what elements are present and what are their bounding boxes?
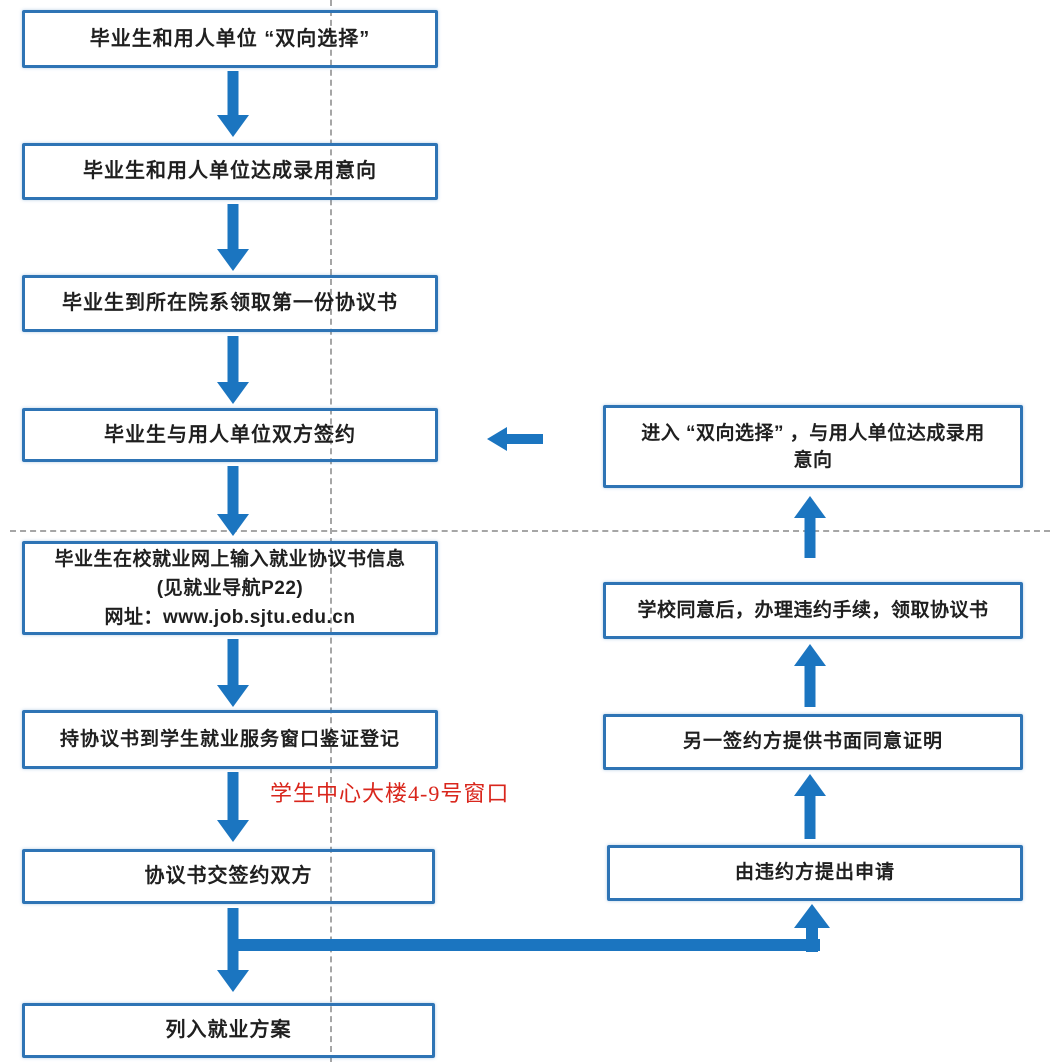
- flow-arrow-left-icon: [487, 427, 543, 451]
- node-label: 毕业生和用人单位达成录用意向: [83, 160, 377, 182]
- node-line: (见就业导航P22): [156, 577, 304, 599]
- node-line-url: 网址：www.job.sjtu.edu.cn: [104, 606, 356, 628]
- node-deliver-agreement-to-parties: 协议书交签约双方: [22, 849, 435, 904]
- node-label: 毕业生与用人单位双方签约: [104, 423, 356, 446]
- node-label: 学校同意后，办理违约手续，领取协议书: [637, 599, 989, 621]
- node-line: 毕业生在校就业网上输入就业协议书信息: [54, 548, 406, 570]
- branch-connector-vertical: [806, 926, 818, 952]
- branch-arrow-up-icon: [794, 904, 830, 928]
- node-label: 持协议书到学生就业服务窗口鉴证登记: [59, 728, 400, 750]
- flow-arrow-up-icon: [794, 496, 826, 558]
- node-sign-with-employer: 毕业生与用人单位双方签约: [22, 408, 438, 462]
- node-reach-employment-intent: 毕业生和用人单位达成录用意向: [22, 143, 438, 200]
- node-label: 另一签约方提供书面同意证明: [682, 731, 943, 753]
- node-line: 进入 “双向选择” ，与用人单位达成录用: [641, 422, 985, 444]
- annotation-window-location: 学生中心大楼4-9号窗口: [270, 781, 510, 806]
- node-mutual-selection: 毕业生和用人单位 “双向选择”: [22, 10, 438, 68]
- node-label: 毕业生到所在院系领取第一份协议书: [62, 292, 398, 314]
- node-reenter-mutual-selection: 进入 “双向选择” ，与用人单位达成录用 意向: [603, 405, 1023, 488]
- node-label: 由违约方提出申请: [734, 862, 895, 884]
- node-breaching-party-application: 由违约方提出申请: [607, 845, 1023, 901]
- node-get-first-agreement: 毕业生到所在院系领取第一份协议书: [22, 275, 438, 332]
- node-line: 意向: [793, 449, 833, 471]
- branch-connector-horizontal: [230, 939, 820, 951]
- flow-arrow-down-icon: [217, 336, 249, 404]
- node-include-in-employment-plan: 列入就业方案: [22, 1003, 435, 1058]
- node-input-agreement-online: 毕业生在校就业网上输入就业协议书信息 (见就业导航P22) 网址：www.job…: [22, 541, 438, 635]
- node-verify-registration-window: 持协议书到学生就业服务窗口鉴证登记: [22, 710, 438, 769]
- flow-arrow-up-icon: [794, 774, 826, 839]
- node-label: 毕业生和用人单位 “双向选择”: [89, 27, 371, 50]
- flow-arrow-down-icon: [217, 466, 249, 536]
- node-label: 列入就业方案: [165, 1019, 292, 1041]
- flow-arrow-down-icon: [217, 71, 249, 137]
- flow-arrow-up-icon: [794, 644, 826, 707]
- horizontal-dashed-guide-line: [10, 530, 1050, 532]
- node-written-consent-from-other-party: 另一签约方提供书面同意证明: [603, 714, 1023, 770]
- flow-arrow-down-icon: [217, 204, 249, 271]
- node-label: 协议书交签约双方: [144, 865, 313, 887]
- node-school-approval-breach-procedure: 学校同意后，办理违约手续，领取协议书: [603, 582, 1023, 639]
- flow-arrow-down-icon: [217, 772, 249, 842]
- flow-arrow-down-icon: [217, 639, 249, 707]
